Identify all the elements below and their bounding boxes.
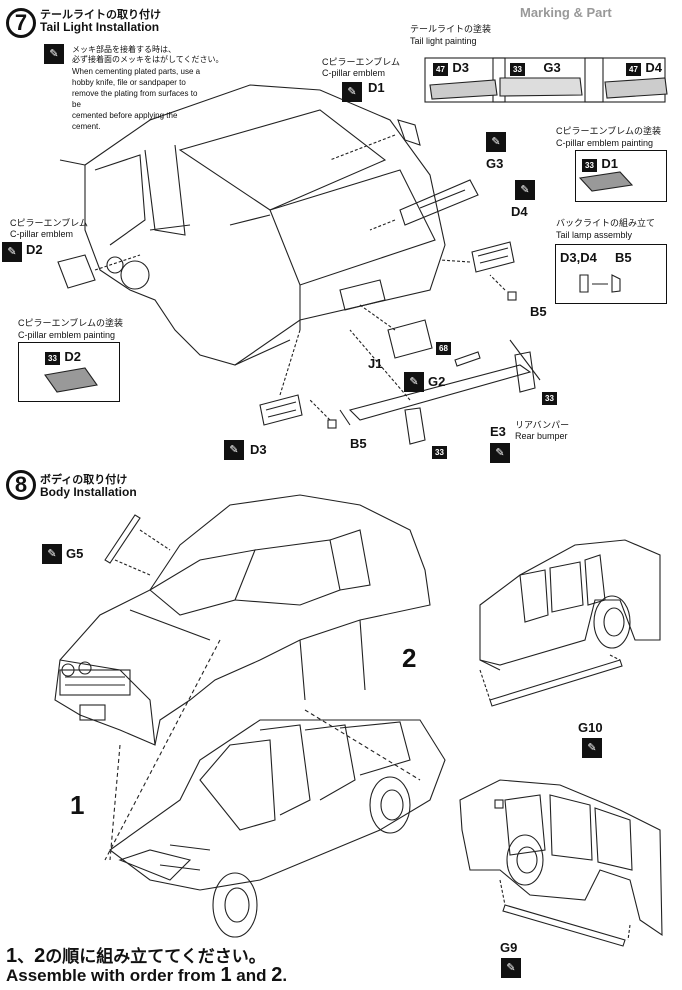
step-8-title-jp: ボディの取り付け — [40, 474, 128, 486]
part-d1-shape — [397, 119, 421, 146]
part-g3-shape — [399, 179, 479, 226]
cement-icon: ✎ — [490, 443, 510, 463]
paint-e3-tag-right: 33 — [542, 388, 557, 406]
step-8-title-en: Body Installation — [40, 485, 137, 499]
plating-note-jp-1: メッキ部品を接着する時は、 — [72, 45, 176, 54]
paint-d1-tag: 33 D1 — [582, 155, 618, 173]
assembly-order-1: 1 — [70, 790, 85, 820]
paint-e3-tag-left: 33 — [432, 442, 447, 460]
cpillar-paint-box-left — [18, 342, 120, 402]
part-g10-shape — [489, 659, 623, 707]
part-d4-shape — [471, 241, 515, 273]
cpillar-emblem-left-jp: Cピラーエンブレム — [10, 218, 89, 228]
body-drawing — [54, 494, 431, 746]
part-g5-label: G5 — [66, 546, 84, 561]
cement-icon: ✎ — [582, 738, 602, 758]
part-d3d4-label: D3,D4 — [560, 250, 597, 265]
lamp-assembly-label-jp: バックライトの組み立て — [556, 218, 656, 228]
cement-icon: ✎ — [42, 544, 62, 564]
part-g2-label: G2 — [428, 374, 446, 389]
side-car-upper — [479, 539, 661, 671]
part-b5-label-a: B5 — [530, 304, 547, 319]
part-g10-label: G10 — [578, 720, 603, 735]
cpillar-paint-left-en: C-pillar emblem painting — [18, 330, 116, 340]
rear-bumper-label-en: Rear bumper — [515, 431, 568, 441]
part-d3-shape — [259, 394, 303, 426]
part-g5-shape — [104, 514, 141, 564]
chassis-drawing — [109, 719, 446, 938]
cement-icon: ✎ — [2, 242, 22, 262]
part-g9-shape — [502, 904, 626, 947]
step-7-title-jp: テールライトの取り付け — [40, 9, 161, 21]
side-car-lower — [459, 779, 663, 937]
step-7-title-en: Tail Light Installation — [40, 20, 160, 34]
part-j1-shape — [387, 319, 433, 359]
cpillar-emblem-left-en: C-pillar emblem — [10, 229, 74, 239]
cement-icon: ✎ — [515, 180, 535, 200]
paint-j1-tag: 68 — [436, 338, 451, 356]
cpillar-paint-left-jp: Cピラーエンブレムの塗装 — [18, 318, 124, 328]
taillight-d4-painted — [604, 77, 668, 99]
paint-g3-tag: 33 G3 — [510, 59, 561, 77]
paint-d2-tag: 33 D2 — [45, 348, 81, 366]
cement-icon: ✎ — [44, 44, 64, 64]
step-8-number: 8 — [6, 470, 36, 500]
part-j1-label: J1 — [368, 356, 383, 371]
cpillar-d1-painted — [578, 171, 634, 192]
taillight-g3-painted — [499, 77, 583, 97]
part-d4-label: D4 — [511, 204, 528, 219]
part-b5-shape-a — [507, 291, 517, 301]
cpillar-emblem-label-jp: Cピラーエンブレム — [322, 57, 401, 67]
lamp-assembly-box — [555, 244, 667, 304]
lamp-assembly-parts — [579, 274, 621, 293]
cement-icon: ✎ — [342, 82, 362, 102]
cement-icon: ✎ — [486, 132, 506, 152]
plating-note-jp-2: 必ず接着面のメッキをはがしてください。 — [72, 55, 224, 64]
rear-body-drawing — [59, 84, 446, 366]
cement-icon: ✎ — [404, 372, 424, 392]
cpillar-paint-label-en-right: C-pillar emblem painting — [556, 138, 654, 148]
part-b5-shape-b — [327, 419, 337, 429]
cpillar-emblem-label-en: C-pillar emblem — [322, 68, 386, 78]
taillight-painting-label-en: Tail light painting — [410, 36, 477, 46]
part-d2-shape — [57, 254, 96, 289]
part-d1-label: D1 — [368, 80, 385, 95]
cement-icon: ✎ — [224, 440, 244, 460]
paint-d3-tag: 47 D3 — [433, 59, 469, 77]
part-b5-label-b: B5 — [350, 436, 367, 451]
part-d3-label: D3 — [250, 442, 267, 457]
taillight-painting-label-jp: テールライトの塗装 — [410, 24, 492, 34]
rear-bumper-label-jp: リアバンパー — [515, 420, 570, 430]
assembly-order-2: 2 — [402, 643, 417, 673]
paint-d4-tag: 47 D4 — [626, 59, 662, 77]
cpillar-paint-box-right — [575, 150, 667, 202]
part-g2-shape — [454, 351, 481, 367]
part-b5-label-c: B5 — [615, 250, 632, 265]
cpillar-paint-label-jp-right: Cピラーエンブレムの塗装 — [556, 126, 662, 136]
taillight-d3-painted — [429, 79, 498, 100]
part-d2-label: D2 — [26, 242, 43, 257]
cpillar-d2-painted — [44, 367, 98, 393]
part-g3-label: G3 — [486, 156, 504, 171]
step-7-number: 7 — [6, 8, 36, 38]
assembly-order-note-en: Assemble with order from 1 and 2. — [6, 964, 288, 986]
running-header: Marking & Part — [520, 5, 612, 20]
cement-icon: ✎ — [501, 958, 521, 978]
part-g9-label: G9 — [500, 940, 518, 955]
lamp-assembly-label-en: Tail lamp assembly — [556, 230, 633, 240]
assembly-order-note-jp: 1、2の順に組み立ててください。 — [6, 945, 266, 967]
part-e3-label: E3 — [490, 424, 506, 439]
part-e3-shape — [348, 364, 532, 421]
